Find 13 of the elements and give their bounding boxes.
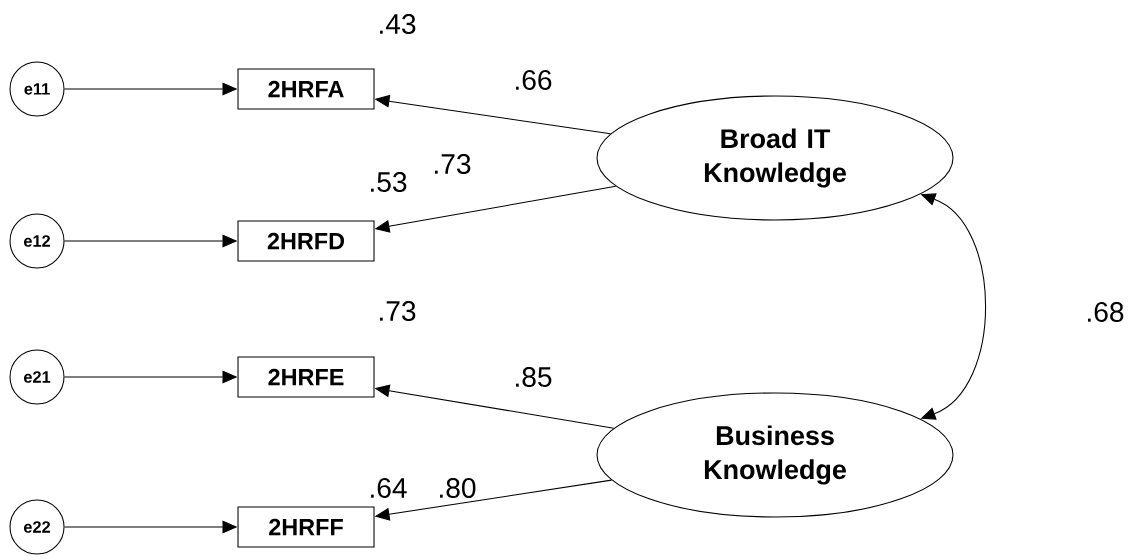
- variance-label: .43: [380, 14, 416, 34]
- edge-label: .66: [512, 68, 554, 92]
- edge-label: .73: [431, 152, 473, 176]
- edge-label: .80: [436, 476, 478, 500]
- variable-box: 2HRFF: [237, 506, 375, 548]
- variable-box: 2HRFA: [237, 68, 375, 110]
- variance-label: .73: [380, 301, 416, 321]
- variable-box: 2HRFE: [237, 356, 375, 398]
- variable-box: 2HRFD: [237, 220, 375, 262]
- variance-label: .64: [371, 478, 407, 498]
- edge-label: .68: [1084, 300, 1126, 324]
- edge-label: .85: [512, 365, 554, 389]
- variance-label: .53: [371, 172, 407, 192]
